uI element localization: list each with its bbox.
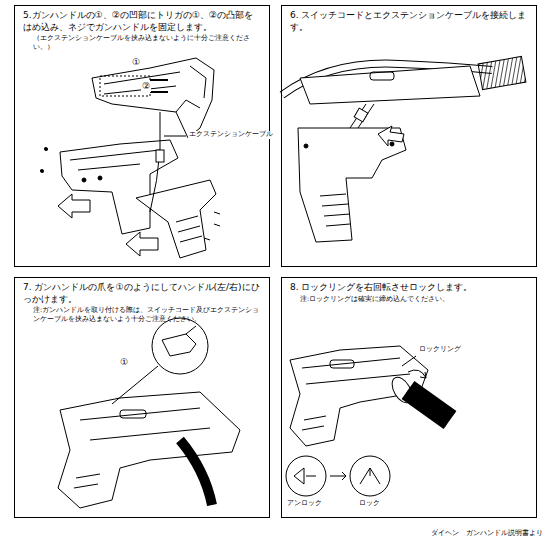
hollow-arrow: [378, 126, 404, 146]
step-note: 注:ガンハンドルを取り付ける際は、スイッチコード及びエクステンションケーブルを挟…: [15, 305, 269, 323]
state-label: アンロック: [286, 500, 323, 508]
callout-number: ①: [119, 358, 129, 368]
step-panel: 7. ガンハンドルの爪を①のようにしてハンドル(左/右)にひっかけます。注:ガン…: [14, 277, 270, 518]
state-label: ロック: [358, 500, 381, 508]
step-instruction: 8. ロックリングを右回転させロックします。: [282, 278, 536, 294]
step-note: （エクステンションケーブルを挟み込まないように十分ご注意ください。）: [15, 33, 269, 51]
hollow-arrow: [58, 194, 90, 218]
part-label: エクステンションケーブル: [188, 131, 274, 139]
lock-icons: [286, 456, 390, 496]
extension-cable: [150, 112, 186, 212]
trigger-assembly: [92, 58, 214, 138]
gun-handle: [298, 128, 406, 242]
gun-handle-left: [60, 140, 178, 234]
gun-handle: [58, 392, 240, 508]
source-caption: ダイヘン ガンハンドル説明書より: [431, 528, 543, 538]
hollow-arrow: [126, 232, 158, 256]
step-panel: 8. ロックリングを右回転させロックします。注:ロックリングは確実に締め込んでく…: [281, 277, 537, 518]
detail-inset: [112, 318, 208, 404]
switch-cord: [350, 104, 374, 128]
callout-number: ①: [131, 58, 141, 68]
part-label: ロックリング: [418, 346, 462, 354]
step-instruction: 5.ガンハンドルの①、②の凹部にトリガの①、②の凸部をはめ込み、ネジでガンハンド…: [15, 6, 269, 33]
torch: [282, 56, 526, 104]
step-note: 注:ロックリングは確実に締め込んでください。: [282, 294, 536, 303]
step-instruction: 6. スイッチコードとエクステンションケーブルを接続します。: [282, 6, 536, 33]
step-panel: 6. スイッチコードとエクステンションケーブルを接続します。: [281, 5, 537, 267]
callout-number: ②: [141, 82, 151, 92]
gun-handle: [290, 346, 450, 446]
step-instruction: 7. ガンハンドルの爪を①のようにしてハンドル(左/右)にひっかけます。: [15, 278, 269, 305]
screws: [40, 148, 220, 241]
